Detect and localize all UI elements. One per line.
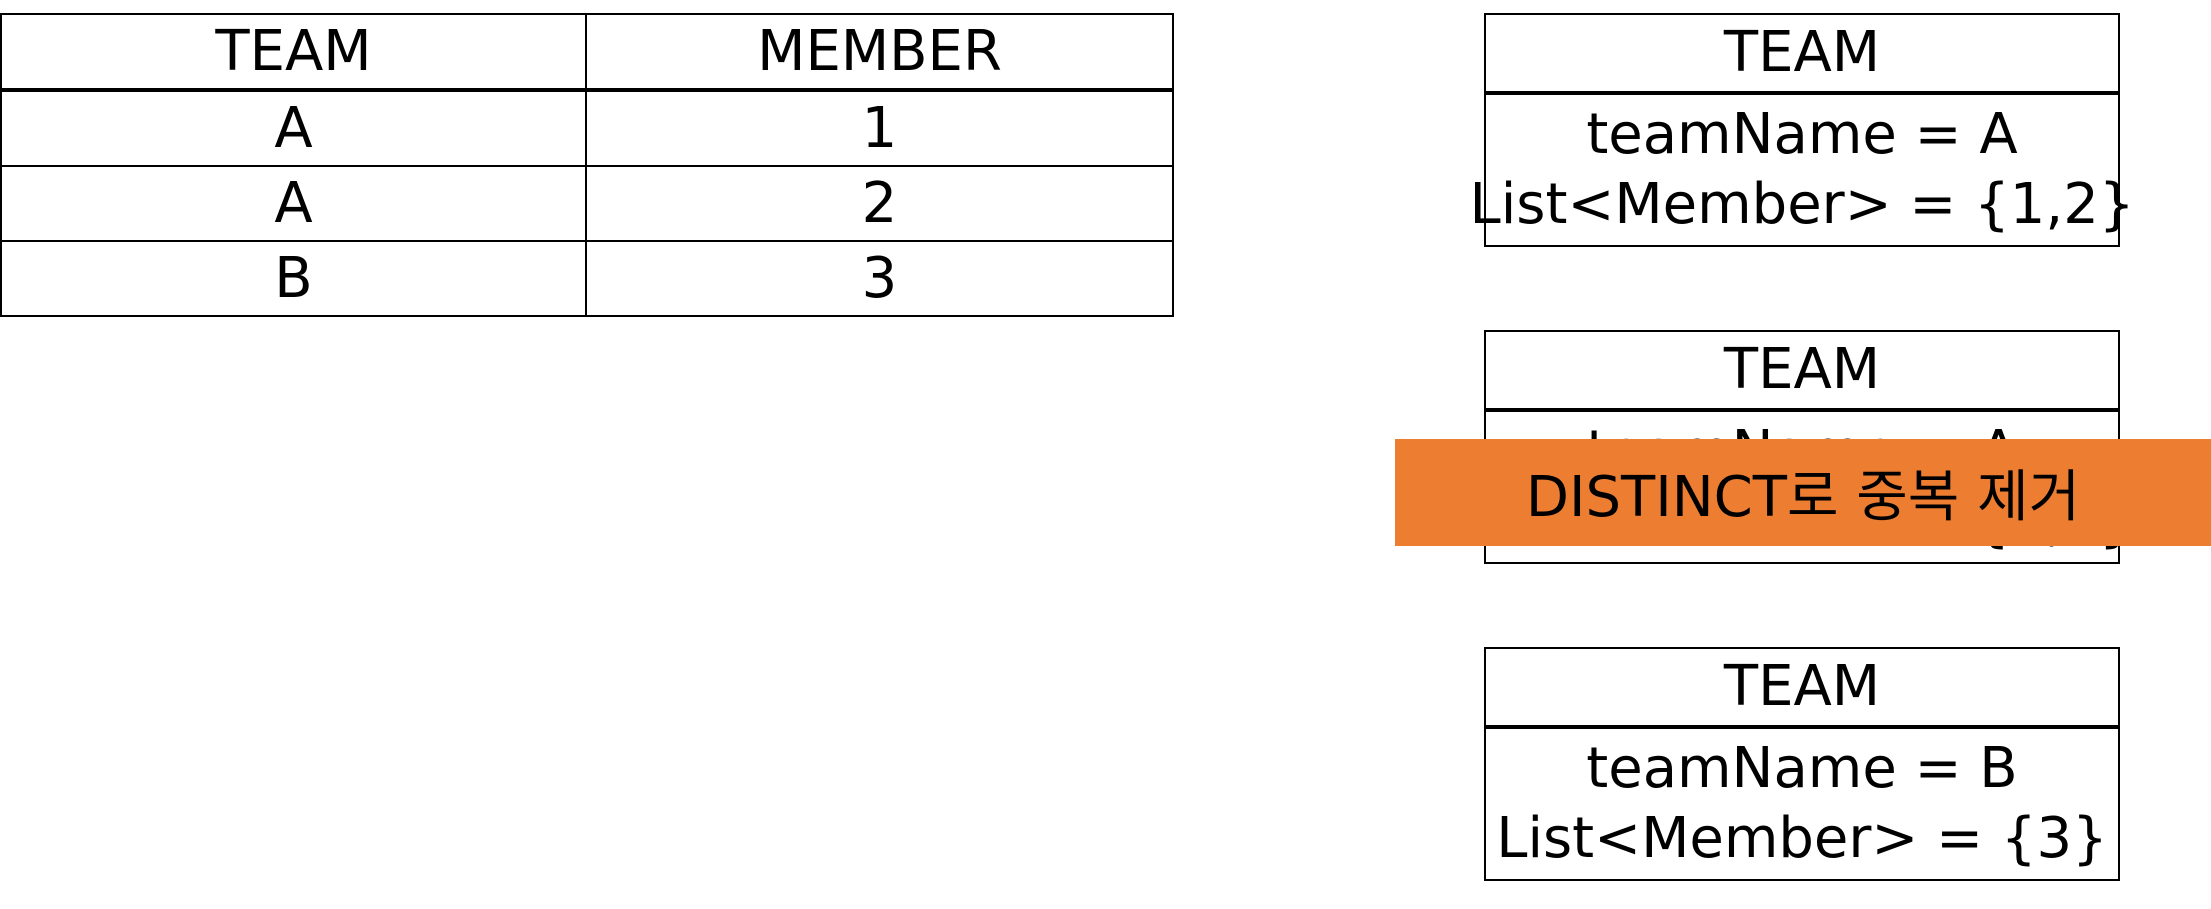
table-row: A 1 [0,89,1174,167]
table-cell-team: A [0,89,587,167]
entity-title: TEAM [1486,15,2118,95]
table-cell-member: 3 [585,240,1174,317]
team-entity-box-b: TEAM teamName = B List<Member> = {3} [1484,647,2120,881]
table-cell-team: A [0,165,587,242]
table-cell-team: B [0,240,587,317]
distinct-banner: DISTINCT로 중복 제거 [1395,439,2211,546]
entity-title: TEAM [1486,649,2118,729]
entity-field-member-list: List<Member> = {1,2} [1469,172,2135,237]
entity-field-team-name: teamName = A [1586,102,2018,167]
entity-body: teamName = A List<Member> = {1,2} [1470,95,2135,245]
column-header-team: TEAM [0,13,587,92]
join-result-table: TEAM MEMBER A 1 A 2 B 3 [0,13,1174,317]
column-header-member: MEMBER [585,13,1174,92]
table-cell-member: 2 [585,165,1174,242]
entity-title: TEAM [1486,332,2118,412]
table-header-row: TEAM MEMBER [0,13,1174,92]
table-cell-member: 1 [585,89,1174,167]
entity-field-team-name: teamName = B [1586,736,2018,801]
table-row: A 2 [0,165,1174,242]
table-row: B 3 [0,240,1174,317]
entity-body: teamName = B List<Member> = {3} [1486,729,2118,879]
entity-field-member-list: List<Member> = {3} [1496,806,2108,871]
team-entity-box-a: TEAM teamName = A List<Member> = {1,2} [1470,13,2135,247]
